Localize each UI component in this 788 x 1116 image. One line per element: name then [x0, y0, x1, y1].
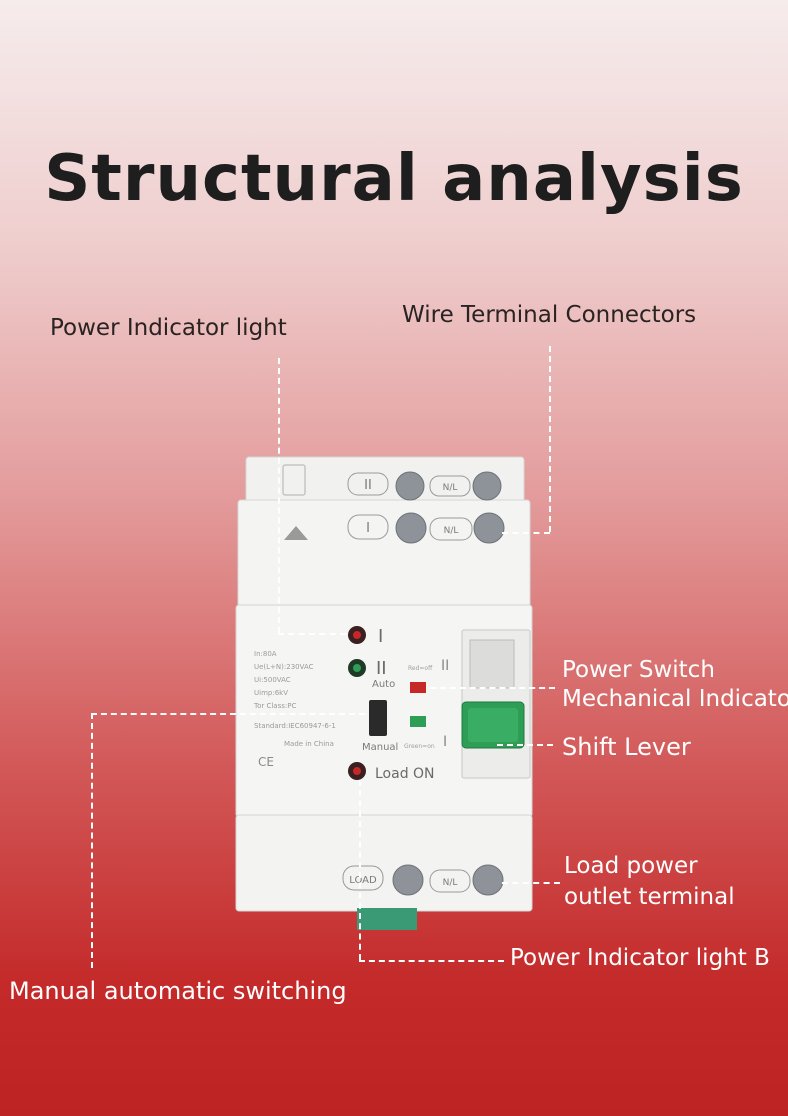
- red-off-label: Red=off: [408, 665, 433, 672]
- leader-manual-auto: [91, 713, 365, 715]
- page-title: Structural analysis: [44, 142, 744, 216]
- spec-2: Ui:500VAC: [254, 676, 291, 684]
- auto-label: Auto: [372, 679, 395, 690]
- lever-ii-label: II: [441, 658, 449, 674]
- leader-manual-auto-v: [91, 713, 93, 968]
- spec-4: Tor Class:PC: [253, 702, 296, 710]
- lever-i-label: I: [443, 734, 447, 750]
- label-power-switch: Power Switch: [562, 657, 715, 683]
- terminal-top-ii-label: II: [364, 478, 372, 493]
- leader-indicator-b: [359, 780, 361, 960]
- source-i-label: I: [378, 626, 383, 647]
- label-load-power: Load power: [564, 853, 698, 879]
- screw-front-1: [395, 512, 427, 544]
- load-tag: LOAD: [349, 875, 377, 886]
- label-shift-lever: Shift Lever: [562, 733, 691, 761]
- spec-5: Standard:IEC60947-6-1: [254, 722, 336, 730]
- leader-shift-lever: [497, 744, 553, 746]
- din-rail-clip: [357, 908, 417, 930]
- spec-3: Uimp:6kV: [254, 689, 288, 697]
- source-ii-label: II: [376, 658, 387, 679]
- leader-power-indicator: [278, 358, 280, 633]
- manual-auto-switch: [369, 700, 387, 736]
- house-solar-icon: [284, 526, 308, 540]
- leader-power-indicator-h: [278, 633, 346, 635]
- leader-indicator-b-h: [359, 960, 504, 962]
- terminal-top-i-label: I: [366, 521, 370, 536]
- label-manual-automatic-switching: Manual automatic switching: [9, 977, 347, 1005]
- leader-wire-terminal: [549, 346, 551, 532]
- nl-label-front: N/L: [444, 526, 459, 536]
- spec-1: Ue(L+N):230VAC: [254, 663, 314, 671]
- screw-front-2: [473, 512, 505, 544]
- leader-wire-terminal-h: [502, 532, 550, 534]
- leader-load-outlet: [502, 882, 560, 884]
- label-outlet-terminal: outlet terminal: [564, 884, 735, 910]
- label-power-indicator-light-b: Power Indicator light B: [510, 945, 770, 971]
- nl-label-top: N/L: [443, 483, 458, 493]
- cert-marks: CE: [258, 755, 274, 769]
- mechanical-indicator-red: [410, 682, 426, 693]
- leader-power-switch: [430, 687, 555, 689]
- tower-icon: [282, 464, 306, 496]
- screw-load-1: [392, 864, 424, 896]
- label-mechanical-indicator: Mechanical Indicato: [562, 686, 788, 712]
- lower-body: [235, 814, 533, 912]
- made-in-label: Made in China: [284, 740, 334, 748]
- screw-top-1: [395, 471, 425, 501]
- nl-label-load: N/L: [443, 878, 458, 888]
- label-wire-terminal-connectors: Wire Terminal Connectors: [402, 302, 697, 328]
- load-on-label: Load ON: [375, 766, 435, 782]
- label-power-indicator-light: Power Indicator light: [50, 315, 287, 341]
- mechanical-indicator-green: [410, 716, 426, 727]
- green-on-label: Green=on: [404, 743, 435, 750]
- manual-label: Manual: [362, 742, 398, 753]
- screw-top-2: [472, 471, 502, 501]
- screw-load-2: [472, 864, 504, 896]
- spec-0: In:80A: [254, 650, 277, 658]
